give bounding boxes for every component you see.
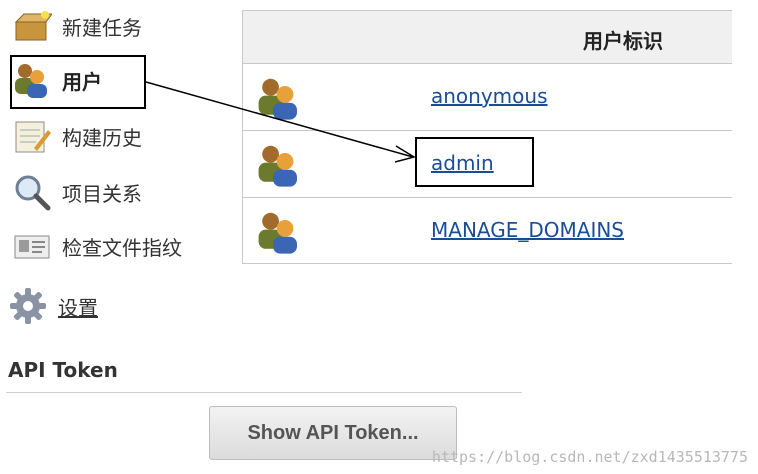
sidebar-item-label: 构建历史 xyxy=(62,125,142,150)
column-header-user-id: 用户标识 xyxy=(583,29,663,53)
sidebar-item-new-task[interactable]: 新建任务 xyxy=(12,4,142,48)
notepad-icon xyxy=(15,121,51,153)
box-icon xyxy=(14,11,52,41)
sidebar-item-settings[interactable]: 设置 xyxy=(8,284,98,328)
table-row: MANAGE_DOMAINS xyxy=(243,198,732,264)
user-link-anonymous[interactable]: anonymous xyxy=(431,84,548,108)
sidebar-item-build-history[interactable]: 构建历史 xyxy=(12,114,142,158)
magnifier-icon xyxy=(15,175,51,211)
table-row: admin xyxy=(243,131,732,198)
sidebar-item-users[interactable]: 用户 xyxy=(12,58,102,102)
sidebar-item-label: 检查文件指纹 xyxy=(62,235,182,260)
show-api-token-button[interactable]: Show API Token... xyxy=(209,406,457,460)
sidebar-item-check-fingerprint[interactable]: 检查文件指纹 xyxy=(12,224,182,268)
table-header: 用户标识 xyxy=(243,11,732,64)
gear-icon xyxy=(10,288,46,324)
sidebar-item-label: 项目关系 xyxy=(62,181,142,206)
sidebar-item-label: 设置 xyxy=(58,295,98,320)
sidebar-item-label: 用户 xyxy=(62,69,102,94)
user-link-manage-domains[interactable]: MANAGE_DOMAINS xyxy=(431,218,624,242)
watermark: https://blog.csdn.net/zxd1435513775 xyxy=(431,448,748,466)
user-icon xyxy=(258,78,297,120)
users-icon xyxy=(15,64,47,98)
id-card-icon xyxy=(14,235,50,259)
users-table: 用户标识 anonymous admin MANAGE_DOMAINS xyxy=(242,10,732,264)
sidebar-item-project-relationship[interactable]: 项目关系 xyxy=(12,170,142,214)
user-link-admin[interactable]: admin xyxy=(431,151,494,175)
user-icon xyxy=(258,212,297,254)
divider xyxy=(6,392,522,393)
table-row: anonymous xyxy=(243,64,732,131)
sidebar-item-label: 新建任务 xyxy=(62,15,142,40)
api-token-title: API Token xyxy=(8,358,118,382)
user-icon xyxy=(258,145,297,187)
